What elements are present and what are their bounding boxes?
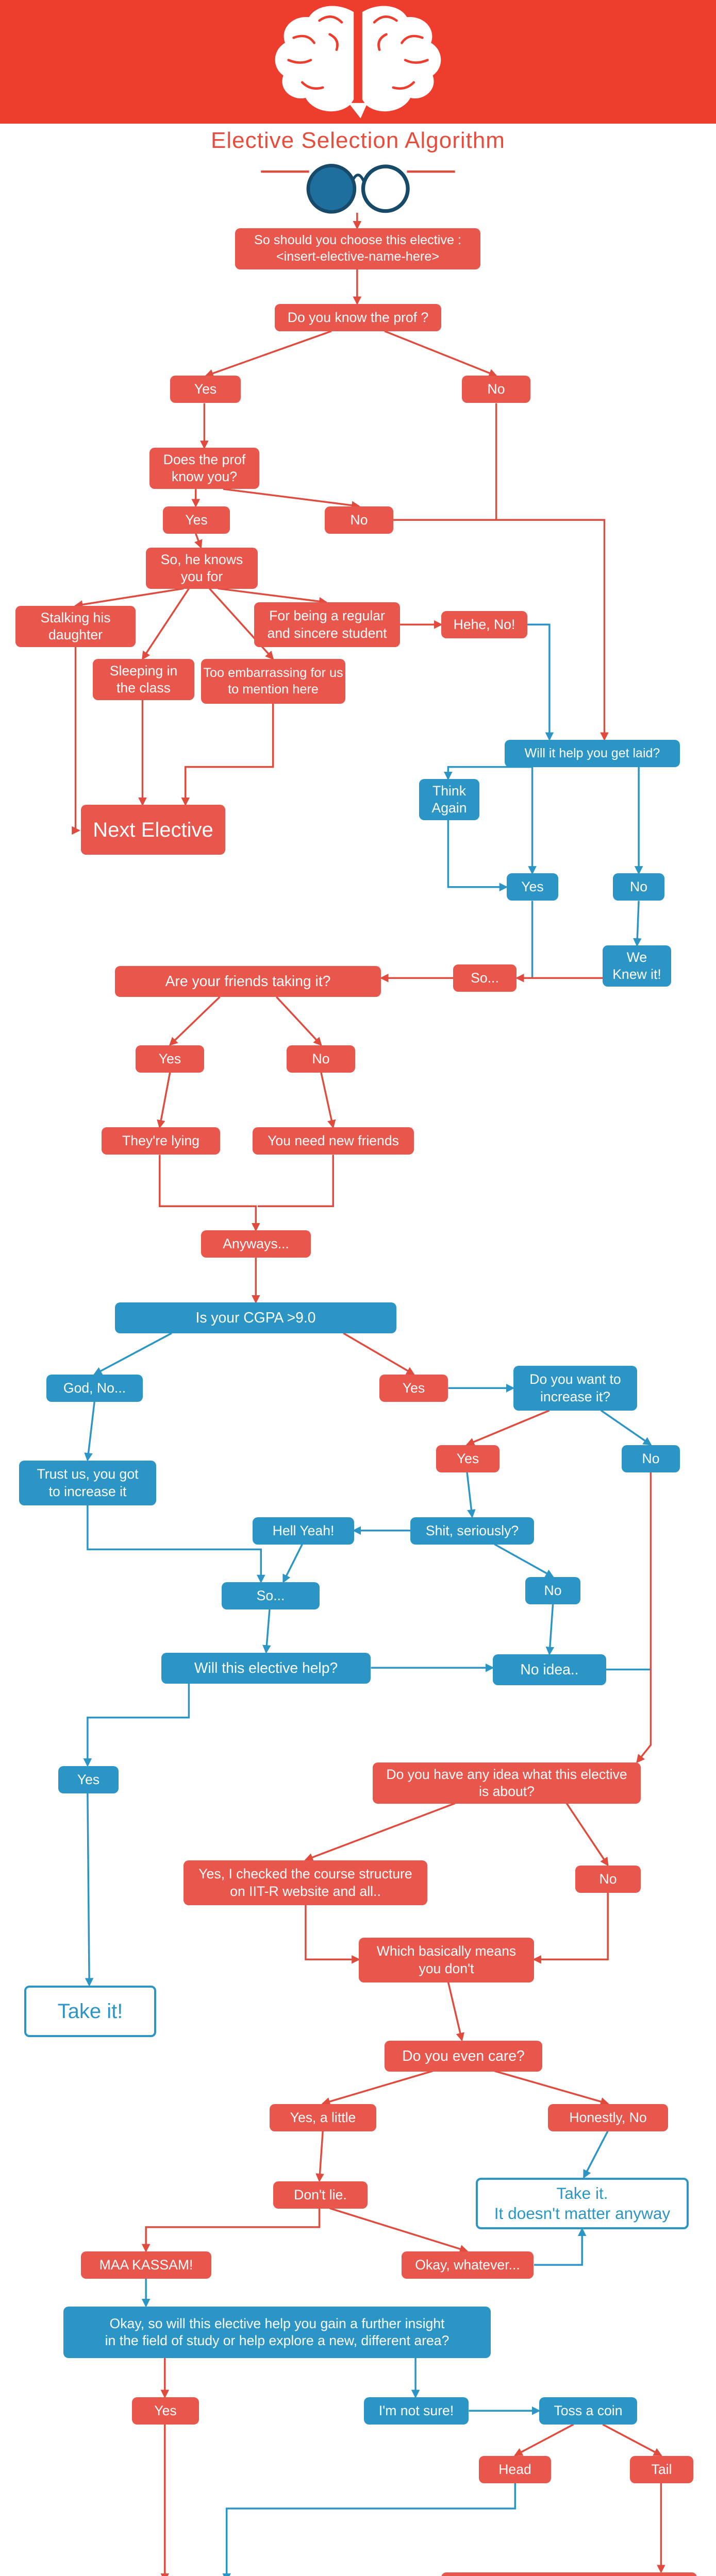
take-it1-box: Take it!: [24, 1986, 156, 2037]
okay-whatever-box: Okay, whatever...: [402, 2251, 534, 2279]
friends-box: Are your friends taking it?: [115, 966, 381, 997]
maa-kassam-box: MAA KASSAM!: [81, 2251, 211, 2279]
yes4-box: Yes: [136, 1045, 204, 1073]
honestly-no-box: Honestly, No: [548, 2104, 668, 2131]
glasses-icon: [261, 164, 455, 214]
yes8-box: Yes: [132, 2397, 199, 2425]
yes3-box: Yes: [507, 873, 558, 901]
stalking-box: Stalking his daughter: [15, 606, 136, 647]
flow-connectors: [72, 212, 665, 2576]
prof-know-box: Does the prof know you?: [149, 448, 259, 489]
regular-box: For being a regular and sincere student: [254, 602, 400, 647]
next-elective1-box: Next Elective: [81, 805, 225, 855]
means-dont-box: Which basically means you don't: [359, 1938, 534, 1982]
not-sure-box: I'm not sure!: [364, 2397, 469, 2425]
no7-box: No: [575, 1866, 641, 1893]
no3-box: No: [613, 873, 664, 901]
no4-box: No: [287, 1045, 355, 1073]
next-elective2-box: Next Elective: [441, 2572, 697, 2576]
anyways-box: Anyways...: [201, 1230, 311, 1258]
start-box: So should you choose this elective : <in…: [235, 228, 480, 269]
new-friends-box: You need new friends: [253, 1127, 414, 1155]
no-idea-box: No idea..: [493, 1654, 606, 1685]
yes5-box: Yes: [379, 1375, 448, 1402]
tail-box: Tail: [630, 2456, 693, 2483]
care-box: Do you even care?: [385, 2041, 542, 2072]
we-knew-box: We Knew it!: [603, 945, 671, 987]
embarrassing-box: Too embarrassing for us to mention here: [201, 659, 345, 704]
no5-box: No: [622, 1445, 680, 1472]
hehe-no-box: Hehe, No!: [441, 611, 527, 638]
yes6-box: Yes: [436, 1445, 499, 1472]
so2-box: So...: [222, 1582, 320, 1609]
yes-little-box: Yes, a little: [270, 2104, 376, 2131]
trust-us-box: Trust us, you got to increase it: [19, 1461, 156, 1505]
page-title: Elective Selection Algorithm: [211, 128, 505, 153]
cgpa-box: Is your CGPA >9.0: [115, 1302, 396, 1333]
so1-box: So...: [453, 964, 517, 992]
yes2-box: Yes: [163, 506, 230, 534]
no6-box: No: [525, 1577, 580, 1604]
brain-icon: [275, 6, 441, 118]
knows-for-box: So, he knows you for: [146, 548, 258, 589]
toss-coin-box: Toss a coin: [539, 2397, 637, 2425]
seriously-box: Shit, seriously?: [410, 1517, 534, 1545]
any-idea-box: Do you have any idea what this elective …: [373, 1762, 641, 1804]
get-laid-box: Will it help you get laid?: [505, 740, 680, 767]
know-prof-box: Do you know the prof ?: [275, 304, 441, 331]
take-matter-box: Take it. It doesn't matter anyway: [476, 2178, 689, 2229]
dont-lie-box: Don't lie.: [273, 2181, 368, 2209]
think-again-box: Think Again: [419, 779, 479, 820]
elective-help-box: Will this elective help?: [161, 1653, 371, 1684]
insight-q-box: Okay, so will this elective help you gai…: [63, 2307, 491, 2358]
lying-box: They're lying: [102, 1127, 220, 1155]
hell-yeah-box: Hell Yeah!: [253, 1517, 354, 1545]
increase-q-box: Do you want to increase it?: [513, 1366, 637, 1411]
no2-box: No: [325, 506, 393, 534]
sleeping-box: Sleeping in the class: [93, 659, 194, 700]
yes1-box: Yes: [170, 376, 241, 403]
yes7-box: Yes: [58, 1766, 119, 1793]
checked-box: Yes, I checked the course structure on I…: [184, 1860, 427, 1905]
head-box: Head: [479, 2456, 551, 2483]
god-no-box: God, No...: [46, 1375, 143, 1402]
no1-box: No: [462, 376, 530, 403]
